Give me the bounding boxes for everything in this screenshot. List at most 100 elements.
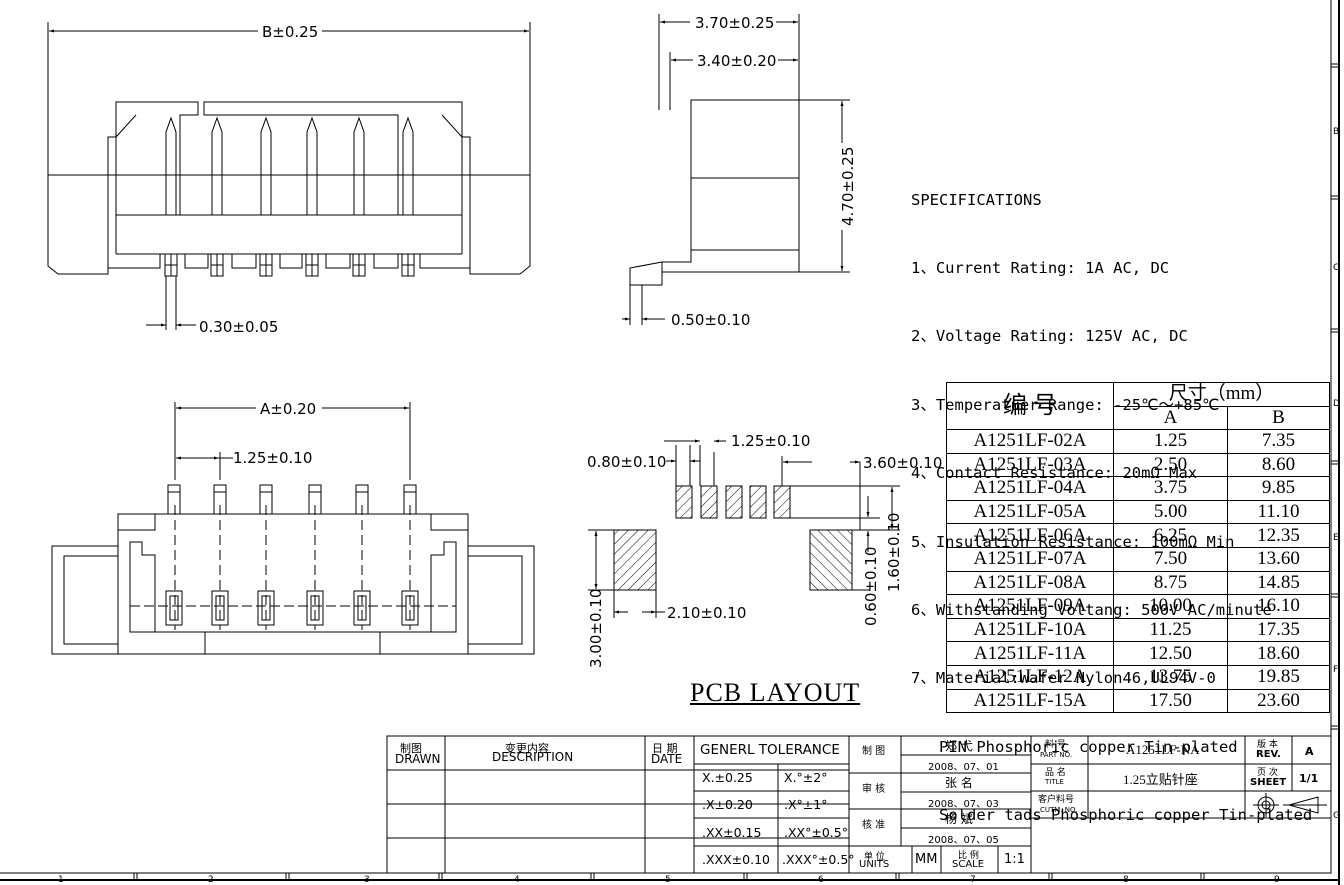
zone-label: F xyxy=(1333,665,1338,675)
zone-label: G xyxy=(1333,811,1340,821)
title-block-grid xyxy=(386,735,1332,874)
dim-a-label: A±0.20 xyxy=(260,400,316,418)
zone-label: 4 xyxy=(514,875,520,885)
zone-label: C xyxy=(1333,263,1339,273)
pcb-dim-pitch-label: 1.25±0.10 xyxy=(731,432,810,450)
role-date: 2008、07、05 xyxy=(928,835,999,846)
part-number: A1251LF-12A xyxy=(946,664,1114,690)
drawn-label-en: DRAWN xyxy=(395,752,441,766)
parts-header-size: 尺寸（mm） xyxy=(1113,382,1330,407)
part-number: A1251LF-11A xyxy=(946,641,1114,666)
dim-a-value: 5.00 xyxy=(1113,499,1228,525)
drawn-label-cn: 制图 xyxy=(400,742,422,755)
dim-height-label: 4.70±0.25 xyxy=(839,147,857,226)
dim-a-value: 6.25 xyxy=(1113,523,1228,548)
tolerance-angular: .X°±1° xyxy=(784,797,828,812)
dim-b-value: 18.60 xyxy=(1227,641,1330,666)
dim-a-value: 12.50 xyxy=(1113,641,1228,666)
rev-label-cn: 版 本 xyxy=(1257,740,1278,750)
parts-header-a: A xyxy=(1113,405,1228,430)
zone-label: 9 xyxy=(1274,875,1280,885)
dim-depth-outer-label: 3.70±0.25 xyxy=(695,14,774,32)
zone-label: 2 xyxy=(208,875,214,885)
dim-foot-label: 0.50±0.10 xyxy=(671,311,750,329)
spec-line: 1、Current Rating: 1A AC, DC xyxy=(911,258,1170,277)
role-label: 审 核 xyxy=(862,784,886,795)
rev-label-en: REV. xyxy=(1256,749,1281,760)
zone-label: 7 xyxy=(970,875,976,885)
dim-a-value: 17.50 xyxy=(1113,688,1228,714)
scale-label-en: SCALE xyxy=(952,859,985,870)
specifications-title: SPECIFICATIONS xyxy=(911,190,1042,209)
tolerance-angular: .XX°±0.5° xyxy=(784,825,848,840)
role-name: 张 名 xyxy=(945,776,973,790)
part-no-label-en: PART NO. xyxy=(1040,751,1073,759)
zone-label: D xyxy=(1333,399,1340,409)
role-name: 杨 斌 xyxy=(945,812,973,826)
zone-label: 8 xyxy=(1123,875,1129,885)
pcb-dim-solder-w-label: 2.10±0.10 xyxy=(667,604,746,622)
customer-no-label-en: CUTM. NO. xyxy=(1040,806,1078,814)
part-no-label-cn: 料 号 xyxy=(1045,740,1066,750)
bottom-view xyxy=(51,402,535,655)
dim-a-value: 10.00 xyxy=(1113,594,1228,619)
parts-header-b: B xyxy=(1227,405,1330,430)
part-number: A1251LF-03A xyxy=(946,452,1114,478)
part-number: A1251LF-09A xyxy=(946,594,1114,619)
dim-b-value: 11.10 xyxy=(1227,499,1330,525)
tolerance-linear: .XXX±0.10 xyxy=(702,852,770,867)
customer-no-label-cn: 客户料号 xyxy=(1038,795,1075,805)
title-value: 1.25立贴针座 xyxy=(1123,772,1198,787)
tolerance-linear: X.±0.25 xyxy=(702,770,753,785)
part-number: A1251LF-06A xyxy=(946,523,1114,548)
role-label: 核 准 xyxy=(862,820,886,831)
tolerance-title: GENERL TOLERANCE xyxy=(700,742,840,758)
dim-a-value: 8.75 xyxy=(1113,570,1228,596)
dim-b-label: B±0.25 xyxy=(262,23,318,41)
part-no-value: A1251LF-NA xyxy=(1126,742,1200,757)
part-number: A1251LF-05A xyxy=(946,499,1114,525)
dim-a-value: 2.50 xyxy=(1113,452,1228,478)
dim-a-value: 13.75 xyxy=(1113,664,1228,690)
side-view xyxy=(622,14,850,325)
pcb-dim-pad-len-label: 1.60±0.10 xyxy=(885,513,903,592)
part-number: A1251LF-07A xyxy=(946,546,1114,572)
role-label: 制 图 xyxy=(862,746,886,757)
dim-b-value: 16.10 xyxy=(1227,594,1330,619)
dim-pitch-label: 1.25±0.10 xyxy=(233,449,312,467)
scale-value: 1:1 xyxy=(1004,852,1025,867)
pcb-layout-title: PCB LAYOUT xyxy=(690,678,861,707)
description-label-en: DESCRIPTION xyxy=(492,750,574,764)
tolerance-angular: .XXX°±0.5° xyxy=(782,852,855,867)
zone-label: 6 xyxy=(818,875,824,885)
dim-a-value: 1.25 xyxy=(1113,429,1228,454)
scale-label-cn: 比 例 xyxy=(958,851,979,861)
title-label-en: TITLE xyxy=(1045,778,1064,786)
dim-b-value: 12.35 xyxy=(1227,523,1330,548)
title-label-cn: 品 名 xyxy=(1045,768,1066,778)
zone-label: 3 xyxy=(364,875,370,885)
parts-header-part: 编 号 xyxy=(946,382,1114,430)
role-name: 郑 弋 xyxy=(945,739,973,753)
spec-line: Solder tads Phosphoric copper Tin-plated xyxy=(911,806,1313,825)
tolerance-linear: .XX±0.15 xyxy=(702,825,762,840)
part-number: A1251LF-08A xyxy=(946,570,1114,596)
dim-a-value: 3.75 xyxy=(1113,476,1228,501)
top-view xyxy=(47,22,531,330)
dim-b-value: 19.85 xyxy=(1227,664,1330,690)
dim-b-value: 14.85 xyxy=(1227,570,1330,596)
dim-a-value: 11.25 xyxy=(1113,617,1228,643)
dim-b-value: 13.60 xyxy=(1227,546,1330,572)
tolerance-angular: X.°±2° xyxy=(784,770,828,785)
part-number: A1251LF-04A xyxy=(946,476,1114,501)
role-date: 2008、07、01 xyxy=(928,762,999,773)
